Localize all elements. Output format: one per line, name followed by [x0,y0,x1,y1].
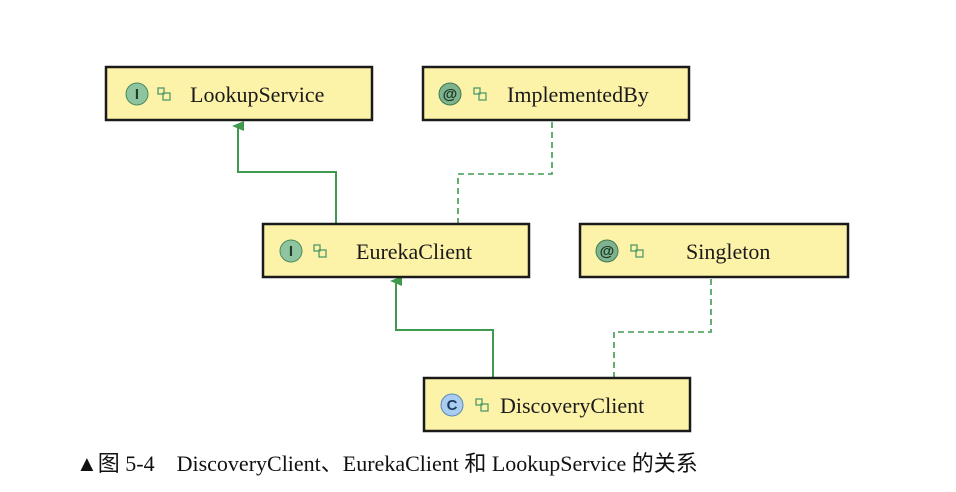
node-name-label: DiscoveryClient [500,393,644,418]
edge-discoveryclient-extends-eurekaclient [390,276,494,378]
node-lookupservice: I LookupService [104,65,374,122]
package-icon [473,87,487,101]
node-name-label: LookupService [190,82,324,107]
node-implementedby: @ ImplementedBy [421,65,691,122]
node-singleton: @ Singleton [578,222,850,279]
edge-discoveryclient-annotated-singleton [613,276,712,378]
node-discoveryclient: C DiscoveryClient [422,376,692,433]
package-icon [475,398,489,412]
annotation-badge-icon [438,82,462,106]
node-name-label: EurekaClient [356,239,472,264]
node-name-label: ImplementedBy [507,82,649,107]
node-kind-label: I [289,243,293,260]
package-icon [157,87,171,101]
package-icon [313,244,327,258]
interface-badge-icon [279,239,303,263]
package-icon [630,244,644,258]
node-kind-label: @ [600,243,615,260]
node-name-label: Singleton [686,239,770,264]
node-kind-label: I [135,86,139,103]
edge-eurekaclient-annotated-implementedby [457,120,553,224]
interface-badge-icon [125,82,149,106]
edge-eurekaclient-extends-lookupservice [232,121,337,224]
annotation-badge-icon [595,239,619,263]
node-kind-label: C [447,397,458,414]
node-kind-label: @ [443,86,458,103]
class-badge-icon [440,393,464,417]
figure-caption: ▲图 5-4 DiscoveryClient、EurekaClient 和 Lo… [76,451,698,476]
node-eurekaclient: I EurekaClient [261,222,531,279]
class-diagram: I LookupService @ ImplementedBy I Eureka… [104,65,850,433]
